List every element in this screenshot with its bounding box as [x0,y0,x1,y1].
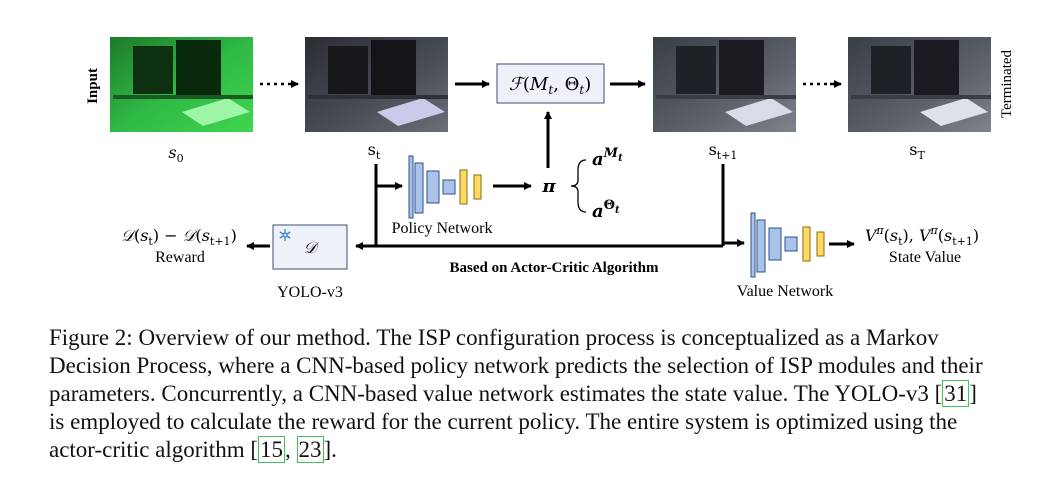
algorithm-label: Based on Actor-Critic Algorithm [450,260,660,276]
snowflake-icon [279,229,291,241]
caption-line-5-end: ]. [323,437,337,462]
action-brace [570,159,587,213]
isp-function-box [496,63,605,104]
figure-caption: Figure 2: Overview of our method. The IS… [49,324,1049,464]
state-value-label: State Value [889,249,961,266]
caption-line-3-text: parameters. Concurrently, a CNN-based va… [49,381,943,406]
state-label-st1: st+1 [709,140,738,162]
caption-line-3-end: ] [969,381,977,406]
reward-formula: 𝒟(st) − 𝒟(st+1) [121,226,237,248]
state-label-st: st [368,140,381,162]
method-diagram: Input ℱ(Mt, Θt) [85,37,1015,301]
image-st1 [653,37,796,132]
caption-line-5-text: actor-critic algorithm [ [49,437,258,462]
value-network-cnn [750,212,825,278]
caption-line-1: Figure 2: Overview of our method. The IS… [49,325,939,350]
citation-separator: , [285,437,297,462]
caption-line-4: is employed to calculate the reward for … [49,409,958,434]
value-formula: Vπ(st), Vπ(st+1) [865,224,979,248]
image-st [305,37,448,132]
terminated-label: Terminated [999,49,1015,118]
isp-function-formula: ℱ(Mt, Θt) [509,74,592,97]
caption-line-2: Decision Process, where a CNN-based poli… [49,353,983,378]
citation-15[interactable]: 15 [258,436,285,463]
policy-symbol: π [541,176,556,197]
input-label: Input [85,68,101,104]
action-M: aMt [592,146,623,170]
image-sT [848,37,991,132]
caption-line-3: parameters. Concurrently, a CNN-based va… [49,380,1049,408]
detector-label: YOLO-v3 [277,284,343,301]
image-s0 [110,37,253,132]
policy-network-label: Policy Network [392,220,493,237]
policy-network-cnn [408,155,482,219]
detector-symbol: 𝒟 [304,238,320,257]
state-label-s0: s0 [168,143,183,165]
value-network-label: Value Network [737,283,833,300]
state-label-sT: sT [909,140,925,162]
citation-31[interactable]: 31 [942,380,970,407]
action-Theta: aΘt [592,198,620,222]
caption-line-5: actor-critic algorithm [15, 23]. [49,436,1049,464]
reward-label: Reward [155,249,205,266]
citation-23[interactable]: 23 [296,436,324,463]
